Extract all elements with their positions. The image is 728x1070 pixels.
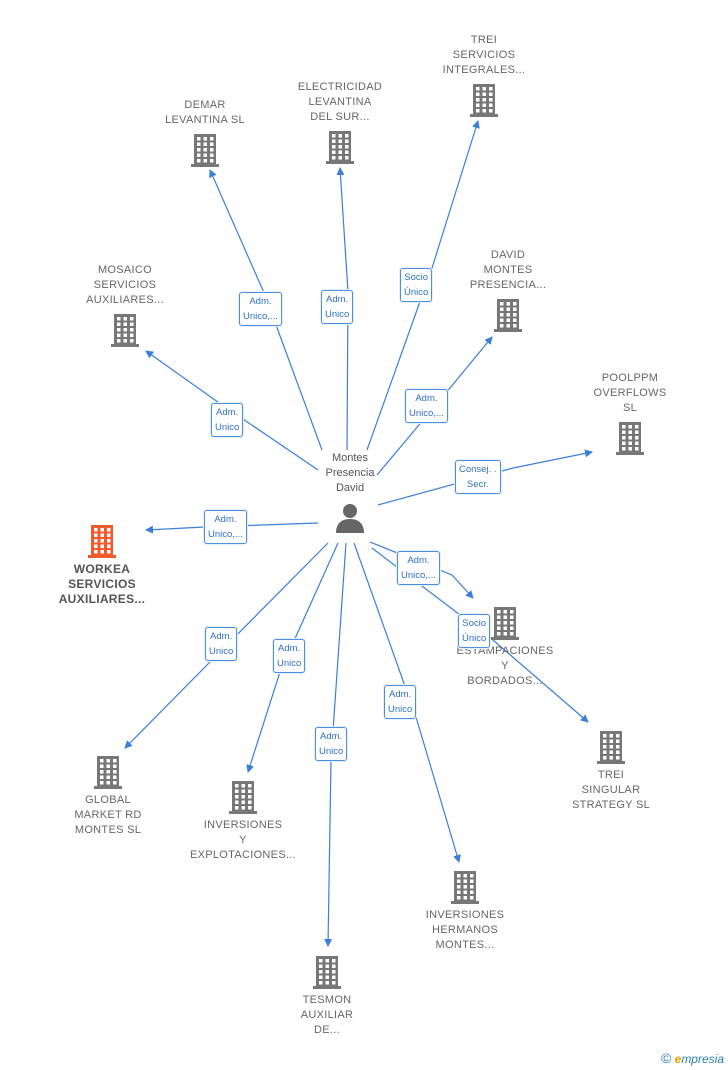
- company-node-mosaico[interactable]: MOSAICO SERVICIOS AUXILIARES...: [60, 263, 190, 348]
- relation-label-david-montes[interactable]: Adm. Unico,...: [405, 389, 448, 423]
- company-node-workea[interactable]: WORKEA SERVICIOS AUXILIARES...: [37, 523, 167, 607]
- relation-label-tesmon[interactable]: Adm. Unico: [315, 727, 348, 761]
- relation-edge-mosaico: [145, 350, 319, 471]
- building-icon: [94, 756, 122, 789]
- company-node-david-montes[interactable]: DAVID MONTES PRESENCIA...: [443, 248, 573, 333]
- company-label: INVERSIONES HERMANOS MONTES...: [425, 909, 505, 951]
- relation-label-poolppm[interactable]: Consej. . Secr.: [455, 460, 501, 494]
- person-label: Montes Presencia David: [325, 452, 375, 494]
- company-node-trei-singular[interactable]: TREI SINGULAR STRATEGY SL: [546, 729, 676, 813]
- building-icon: [88, 525, 116, 558]
- company-label: INVERSIONES Y EXPLOTACIONES...: [189, 819, 297, 861]
- company-node-tesmon[interactable]: TESMON AUXILIAR DE...: [262, 954, 392, 1038]
- company-label: DEMAR LEVANTINA SL: [165, 99, 245, 126]
- relation-label-inversiones-explotaciones[interactable]: Adm. Unico: [273, 639, 306, 673]
- company-label: POOLPPM OVERFLOWS SL: [593, 372, 667, 414]
- company-node-demar[interactable]: DEMAR LEVANTINA SL: [140, 98, 270, 168]
- relation-edge-poolppm: [377, 449, 593, 506]
- relation-label-workea[interactable]: Adm. Unico,...: [204, 510, 247, 544]
- company-label: GLOBAL MARKET RD MONTES SL: [74, 794, 142, 836]
- company-node-trei-servicios[interactable]: TREI SERVICIOS INTEGRALES...: [419, 33, 549, 118]
- company-label: TREI SINGULAR STRATEGY SL: [571, 769, 651, 811]
- company-label: DAVID MONTES PRESENCIA...: [469, 249, 547, 291]
- company-node-electricidad[interactable]: ELECTRICIDAD LEVANTINA DEL SUR...: [275, 80, 405, 165]
- company-label: TREI SERVICIOS INTEGRALES...: [442, 34, 526, 76]
- brand-footer[interactable]: © empresia: [661, 1050, 724, 1066]
- company-label: MOSAICO SERVICIOS AUXILIARES...: [86, 264, 164, 306]
- building-icon: [616, 422, 644, 455]
- brand-name: mpresia: [681, 1052, 724, 1066]
- company-label: ESTAMPACIONES Y BORDADOS...: [456, 645, 554, 687]
- company-node-poolppm[interactable]: POOLPPM OVERFLOWS SL: [565, 371, 695, 456]
- building-icon: [111, 314, 139, 347]
- relation-label-demar[interactable]: Adm. Unico,...: [239, 292, 282, 326]
- building-icon: [491, 607, 519, 640]
- relation-label-inversiones-hermanos[interactable]: Adm. Unico: [384, 685, 417, 719]
- relation-label-global-market[interactable]: Adm. Unico: [205, 627, 238, 661]
- company-node-inversiones-explotaciones[interactable]: INVERSIONES Y EXPLOTACIONES...: [178, 779, 308, 863]
- company-label: ELECTRICIDAD LEVANTINA DEL SUR...: [297, 81, 383, 123]
- company-label: TESMON AUXILIAR DE...: [300, 994, 354, 1036]
- relation-label-electricidad[interactable]: Adm. Unico: [321, 290, 354, 324]
- person-node[interactable]: Montes Presencia David: [305, 451, 395, 534]
- relation-label-trei-servicios[interactable]: Socio Único: [400, 268, 433, 302]
- building-icon: [229, 781, 257, 814]
- brand-initial: e: [674, 1052, 682, 1066]
- company-node-inversiones-hermanos[interactable]: INVERSIONES HERMANOS MONTES...: [400, 869, 530, 953]
- building-icon: [326, 131, 354, 164]
- building-icon: [494, 299, 522, 332]
- building-icon: [313, 956, 341, 989]
- building-icon: [470, 84, 498, 117]
- relation-label-mosaico[interactable]: Adm. Unico: [211, 403, 244, 437]
- relation-label-estampaciones[interactable]: Adm. Unico,...: [397, 551, 440, 585]
- copyright-icon: ©: [660, 1050, 672, 1066]
- building-icon: [191, 134, 219, 167]
- relation-label-trei-singular[interactable]: Socio Único: [458, 614, 491, 648]
- company-node-global-market[interactable]: GLOBAL MARKET RD MONTES SL: [43, 754, 173, 838]
- company-label: WORKEA SERVICIOS AUXILIARES...: [58, 562, 146, 606]
- person-icon: [336, 504, 364, 533]
- building-icon: [451, 871, 479, 904]
- company-node-estampaciones[interactable]: ESTAMPACIONES Y BORDADOS...: [440, 605, 570, 689]
- building-icon: [597, 731, 625, 764]
